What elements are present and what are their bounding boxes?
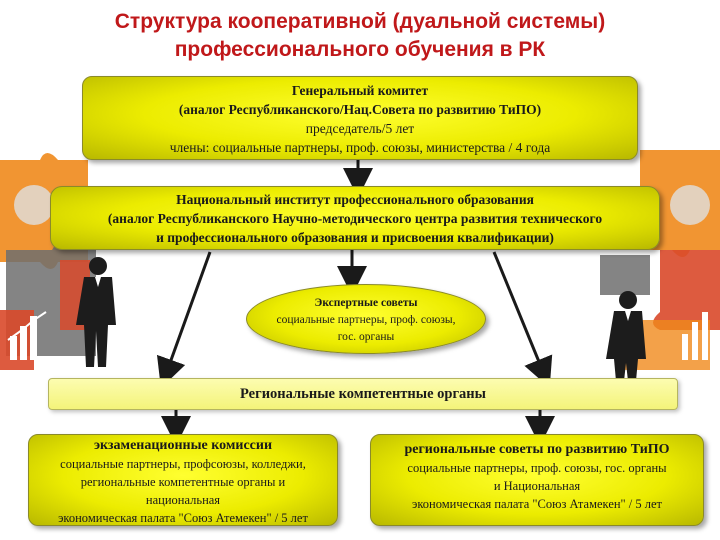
committee-title: Генеральный комитет (291, 83, 429, 98)
institute-analog-2: и профессионального образования и присво… (156, 230, 554, 245)
councils-title: региональные советы по развитию ТиПО (404, 442, 670, 457)
arrow-down-icon (156, 251, 212, 389)
puzzle-piece-icon (0, 153, 102, 370)
exam-members-1: социальные партнеры, профсоюзы, колледжи… (60, 457, 306, 471)
councils-members-1: социальные партнеры, проф. союзы, гос. о… (407, 461, 667, 475)
page-title: Структура кооперативной (дуальной систем… (40, 8, 680, 64)
expert-councils-ellipse: Экспертные советы социальные партнеры, п… (246, 284, 486, 354)
bar-chart-icon (7, 311, 47, 360)
arrow-down-icon (492, 251, 553, 388)
general-committee-box: Генеральный комитет (аналог Республиканс… (82, 76, 638, 160)
councils-members-3: экономическая палата "Союз Атамекен" / 5… (411, 497, 663, 511)
institute-analog-1: (аналог Республиканского Научно-методиче… (107, 211, 603, 226)
exam-members-3: национальная (145, 493, 221, 507)
businessman-icon (76, 257, 116, 367)
expert-members-1: социальные партнеры, проф. союзы, (276, 314, 456, 326)
councils-members-2: и Национальная (493, 479, 581, 493)
bar-chart-icon (682, 312, 708, 360)
exam-members-2: региональные компетентные органы и (80, 475, 286, 489)
exam-members-4: экономическая палата "Союз Атемекен" / 5… (58, 511, 308, 525)
regional-councils-box: региональные советы по развитию ТиПО соц… (370, 434, 704, 526)
regional-bodies-label: Региональные компетентные органы (240, 386, 486, 402)
exam-title: экзаменационные комиссии (93, 438, 273, 453)
exam-commissions-box: экзаменационные комиссии социальные парт… (28, 434, 338, 526)
expert-title: Экспертные советы (314, 297, 418, 309)
title-line-2: профессионального обучения в РК (174, 38, 546, 61)
institute-title: Национальный институт профессионального … (176, 192, 534, 207)
committee-members: члены: социальные партнеры, проф. союзы,… (169, 140, 551, 155)
businessman-icon (606, 291, 646, 381)
committee-chair: председатель/5 лет (305, 121, 415, 136)
committee-analog: (аналог Республиканского/Нац.Совета по р… (178, 102, 542, 117)
expert-members-2: гос. органы (337, 331, 395, 343)
national-institute-box: Национальный институт профессионального … (50, 186, 660, 250)
title-line-1: Структура кооперативной (дуальной систем… (114, 10, 606, 33)
regional-bodies-bar: Региональные компетентные органы (48, 378, 678, 410)
